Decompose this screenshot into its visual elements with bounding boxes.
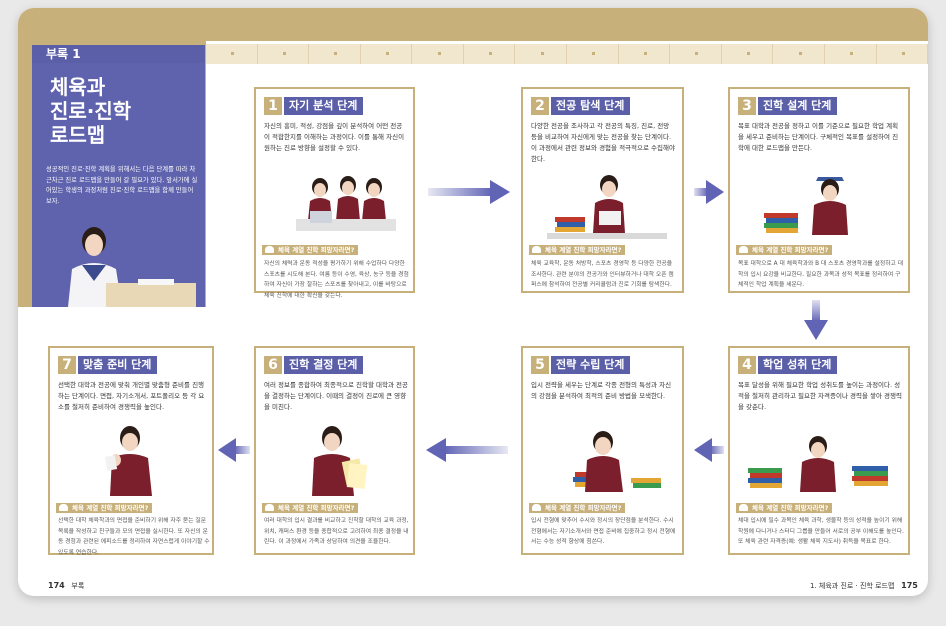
step-title: 전공 탐색 단계: [551, 97, 631, 115]
arrow-down-icon: [804, 300, 828, 340]
step-example: 입시 전형에 맞추어 수시와 정시의 장단점을 분석한다. 수시 전형에서는 자…: [531, 518, 676, 545]
step-example: 자신의 체력과 운동 적성을 평가하기 위해 수업하다 다양한 스포츠를 시도해…: [264, 261, 409, 299]
arrow-left-icon: [218, 438, 250, 462]
step-number: 6: [264, 356, 282, 374]
lightbulb-icon: [532, 246, 541, 253]
sidebar-description: 성공적인 진로·진학 계획을 위해서는 다음 단계를 따라 차근차근 진로 로드…: [46, 166, 198, 205]
student-between-book-stacks-illustration: [748, 436, 888, 492]
step-title: 진학 설계 단계: [758, 97, 838, 115]
book-spread: 부록 1 체육과 진로·진학 로드맵 성공적인 진로·진학 계획을 위해서는 다…: [18, 8, 928, 596]
hope-label-bar: 체육 계열 진학 희망자라면?: [262, 245, 359, 255]
step-description: 여러 정보를 종합하여 최종적으로 진학할 대학과 전공을 결정하는 단계이다.…: [264, 381, 408, 411]
step-number: 5: [531, 356, 549, 374]
lightbulb-icon: [739, 504, 748, 511]
step-description: 선택한 대학과 전공에 맞춰 개인별 맞춤형 준비를 진행하는 단계이다. 면접…: [58, 381, 205, 411]
top-band: [18, 8, 928, 41]
step-title: 자기 분석 단계: [284, 97, 364, 115]
left-page-footer: 174 부록: [48, 581, 85, 590]
step-description: 목표 달성을 위해 필요한 학업 성취도를 높이는 과정이다. 성적을 철저히 …: [738, 381, 902, 411]
step-example: 체육 교육학, 운동 처방학, 스포츠 경영학 등 다양한 전공을 조사한다. …: [531, 261, 674, 288]
sidebar: 부록 1 체육과 진로·진학 로드맵 성공적인 진로·진학 계획을 위해서는 다…: [18, 41, 206, 307]
ruler-strip: [206, 44, 928, 64]
arrow-left-icon: [426, 438, 508, 462]
lightbulb-icon: [532, 504, 541, 511]
lightbulb-icon: [265, 246, 274, 253]
student-resting-on-books-illustration: [573, 431, 661, 492]
student-with-books-illustration: [547, 175, 667, 239]
step-description: 다양한 전공을 조사하고 각 전공의 특징, 진로, 전망 등을 비교하여 자신…: [531, 122, 675, 163]
hope-label-bar: 체육 계열 진학 희망자라면?: [736, 503, 833, 513]
hope-label-bar: 체육 계열 진학 희망자라면?: [262, 503, 359, 513]
step-number: 7: [58, 356, 76, 374]
hope-label-bar: 체육 계열 진학 희망자라면?: [736, 245, 833, 255]
student-with-papers-illustration: [312, 426, 368, 496]
lightbulb-icon: [59, 504, 68, 511]
step-title: 진학 결정 단계: [284, 356, 364, 374]
hope-label-bar: 체육 계열 진학 희망자라면?: [529, 503, 626, 513]
lightbulb-icon: [265, 504, 274, 511]
arrow-right-icon: [694, 180, 724, 204]
sidebar-panel: 체육과 진로·진학 로드맵 성공적인 진로·진학 계획을 위해서는 다음 단계를…: [32, 63, 205, 307]
appendix-tag: 부록 1: [32, 45, 205, 63]
student-book-on-head-illustration: [764, 177, 848, 235]
step-description: 입시 전략을 세우는 단계로 각종 전형의 특성과 자신의 강점을 분석하여 최…: [531, 381, 672, 400]
arrow-right-icon: [428, 180, 510, 204]
student-waving-illustration: [104, 426, 152, 496]
hope-label-bar: 체육 계열 진학 희망자라면?: [56, 503, 153, 513]
student-writing-illustration: [46, 221, 196, 307]
arrow-left-icon: [694, 438, 724, 462]
lightbulb-icon: [739, 246, 748, 253]
step-example: 목표 대학으로 A 대 체육학과와 B 대 스포츠 경영학과를 설정하고 대학의…: [738, 261, 904, 288]
step-description: 목표 대학과 전공을 정하고 이를 기준으로 필요한 학업 계획을 세우고 준비…: [738, 122, 899, 152]
step-number: 4: [738, 356, 756, 374]
step-number: 1: [264, 97, 282, 115]
step-title: 학업 성취 단계: [758, 356, 838, 374]
step-title: 맞춤 준비 단계: [78, 356, 158, 374]
sidebar-title: 체육과 진로·진학 로드맵: [50, 75, 132, 147]
step-example: 선택한 대학 체육학과의 면접을 준비하기 위해 자주 묻는 질문 목록을 작성…: [58, 518, 210, 556]
right-page-footer: 1. 체육과 진로 · 진학 로드맵 175: [810, 581, 918, 590]
step-description: 자신의 흥미, 적성, 강점을 깊이 분석하여 어떤 전공이 적합한지를 이해하…: [264, 122, 405, 152]
step-number: 2: [531, 97, 549, 115]
students-studying-illustration: [296, 176, 396, 231]
step-number: 3: [738, 97, 756, 115]
hope-label-bar: 체육 계열 진학 희망자라면?: [529, 245, 626, 255]
step-example: 체대 입시에 필수 과목인 체육 과학, 생물학 등의 성적을 높이기 위해 학…: [738, 518, 904, 545]
step-title: 전략 수립 단계: [551, 356, 631, 374]
step-example: 여러 대학의 입시 결과를 비교하고 진학할 대학의 교육 과정, 위치, 캐퍼…: [264, 518, 409, 545]
